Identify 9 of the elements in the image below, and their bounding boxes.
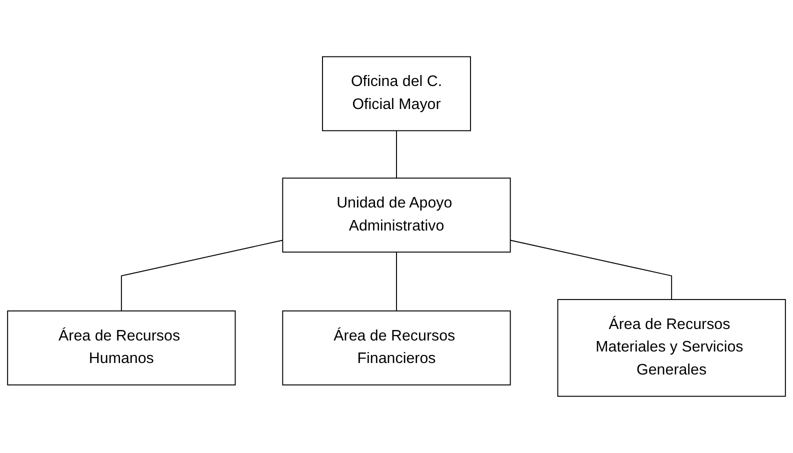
connector bbox=[510, 240, 672, 300]
connector bbox=[120, 240, 284, 312]
node-box: Área de Recursos Materiales y Servicios Generales bbox=[557, 299, 786, 397]
node-box: Unidad de Apoyo Administrativo bbox=[282, 178, 511, 253]
node-box: Oficina del C. Oficial Mayor bbox=[322, 56, 471, 132]
connector bbox=[396, 252, 397, 312]
node-box: Área de Recursos Humanos bbox=[7, 310, 236, 386]
node-box: Área de Recursos Financieros bbox=[282, 310, 511, 386]
connector bbox=[396, 130, 397, 179]
